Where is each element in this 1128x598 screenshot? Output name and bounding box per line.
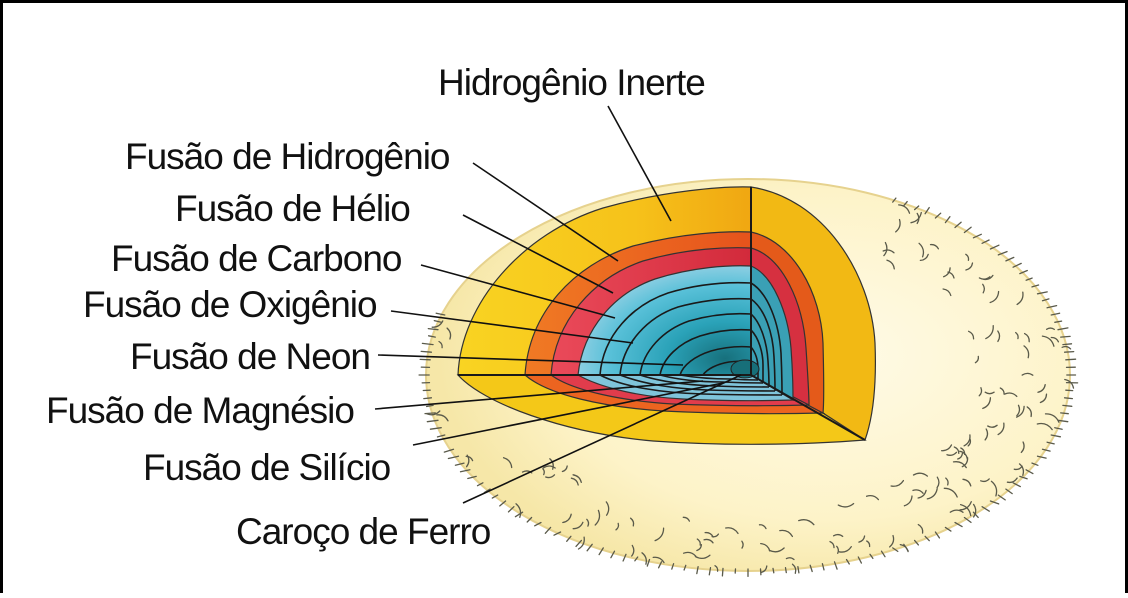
envelope-rim-tick <box>1065 398 1073 399</box>
label-silicon-fusion: Fusão de Silício <box>143 447 391 488</box>
envelope-rim-tick <box>421 351 431 352</box>
envelope-rim-tick <box>773 568 774 572</box>
label-neon-fusion: Fusão de Neon <box>130 336 370 377</box>
envelope-rim-tick <box>722 568 723 576</box>
envelope-rim-tick <box>1066 359 1076 360</box>
envelope-rim-tick <box>1063 405 1072 406</box>
envelope-rim-tick <box>786 568 787 573</box>
star-layers-diagram: Hidrogênio Inerte Fusão de Hidrogênio Fu… <box>3 3 1125 593</box>
envelope-rim-tick <box>425 413 435 414</box>
label-iron-core: Caroço de Ferro <box>236 511 491 552</box>
envelope-rim-tick <box>1061 336 1070 337</box>
envelope-rim-tick <box>424 398 432 399</box>
label-hydrogen-fusion: Fusão de Hidrogênio <box>125 136 450 177</box>
label-oxygen-fusion: Fusão de Oxigênio <box>83 284 377 325</box>
envelope-rim-tick <box>1063 344 1072 345</box>
label-inert-hydrogen: Hidrogênio Inerte <box>438 62 705 103</box>
label-magnesium-fusion: Fusão de Magnésio <box>46 390 354 431</box>
label-carbon-fusion: Fusão de Carbono <box>111 238 402 279</box>
envelope-rim-tick <box>1065 352 1074 353</box>
label-helium-fusion: Fusão de Hélio <box>175 188 410 229</box>
envelope-rim-tick <box>1061 413 1069 414</box>
